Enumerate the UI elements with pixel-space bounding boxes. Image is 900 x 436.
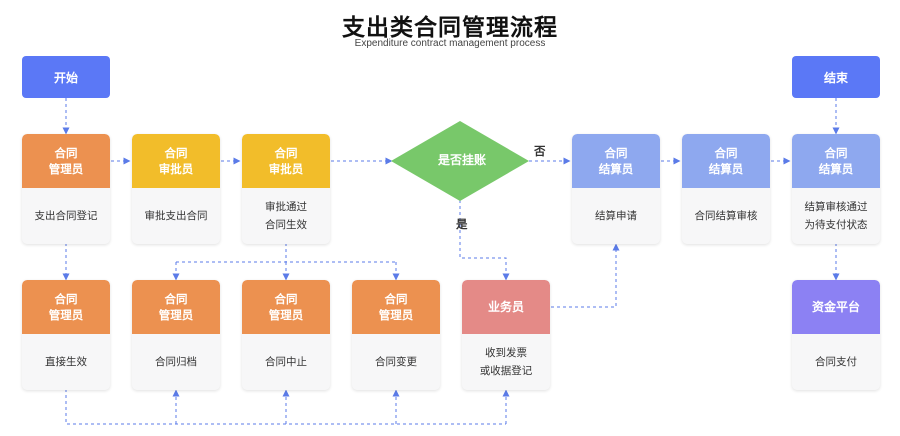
role-header: 合同 管理员 <box>352 280 440 334</box>
role-header: 合同 结算员 <box>682 134 770 188</box>
card-fund-platform: 资金平台 合同支付 <box>792 280 880 390</box>
card-settle-pass: 合同 结算员 结算审核通过 为待支付状态 <box>792 134 880 244</box>
yes-label: 是 <box>456 217 468 231</box>
task-text: 合同归档 <box>155 356 197 368</box>
card-settle-review: 合同 结算员 合同结算审核 <box>682 134 770 244</box>
no-label: 否 <box>534 144 546 158</box>
card-settle-apply: 合同 结算员 结算申请 <box>572 134 660 244</box>
card-manager-register: 合同 管理员 支出合同登记 <box>22 134 110 244</box>
task-text: 合同变更 <box>375 356 417 368</box>
role-header: 合同 管理员 <box>22 134 110 188</box>
task-text: 审批支出合同 <box>144 210 208 222</box>
role-header: 合同 结算员 <box>792 134 880 188</box>
card-approver-pass: 合同 审批员 审批通过 合同生效 <box>242 134 330 244</box>
edge-bottom-return <box>65 389 506 425</box>
task-text: 审批通过 合同生效 <box>265 201 307 231</box>
role-header: 合同 审批员 <box>132 134 220 188</box>
role-header: 合同 管理员 <box>22 280 110 334</box>
card-approver-review: 合同 审批员 审批支出合同 <box>132 134 220 244</box>
card-manager-archive: 合同 管理员 合同归档 <box>132 280 220 390</box>
role-header: 合同 审批员 <box>242 134 330 188</box>
page-title: 支出类合同管理流程 <box>342 15 558 41</box>
card-manager-direct: 合同 管理员 直接生效 <box>22 280 110 390</box>
task-text: 合同中止 <box>265 356 307 368</box>
edge-decision-yes <box>459 200 510 281</box>
page-subtitle: Expenditure contract management process <box>354 38 546 49</box>
edge-pass-branch <box>176 243 396 263</box>
role-header: 合同 管理员 <box>132 280 220 334</box>
task-text: 结算审核通过 为待支付状态 <box>804 201 868 231</box>
card-manager-stop: 合同 管理员 合同中止 <box>242 280 330 390</box>
end-node: 结束 <box>792 56 880 98</box>
task-text: 合同支付 <box>815 356 857 368</box>
start-node: 开始 <box>22 56 110 98</box>
edge-business-to-apply <box>551 243 620 308</box>
decision-diamond <box>391 121 529 201</box>
card-business: 业务员 收到发票 或收据登记 <box>462 280 550 390</box>
role-header: 资金平台 <box>792 280 880 334</box>
task-text: 直接生效 <box>45 356 87 368</box>
task-text: 合同结算审核 <box>694 210 758 222</box>
card-manager-change: 合同 管理员 合同变更 <box>352 280 440 390</box>
task-text: 收到发票 或收据登记 <box>479 347 533 377</box>
role-header: 合同 管理员 <box>242 280 330 334</box>
role-header: 合同 结算员 <box>572 134 660 188</box>
role-header: 业务员 <box>462 280 550 334</box>
task-text: 结算申请 <box>595 210 637 222</box>
task-text: 支出合同登记 <box>34 210 98 222</box>
decision-label: 是否挂账 <box>437 153 486 167</box>
